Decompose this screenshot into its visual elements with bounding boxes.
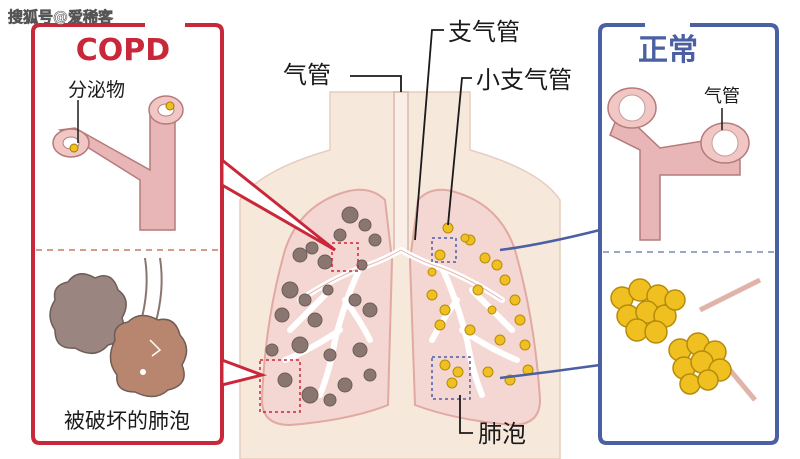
bronchus-label: 支气管 bbox=[448, 18, 520, 46]
trachea-leader-line bbox=[350, 76, 401, 92]
copd-panel: COPD 分泌物 被破坏的肺泡 bbox=[33, 25, 222, 443]
alveoli-label: 肺泡 bbox=[478, 420, 526, 448]
watermark-text: 搜狐号@爱稀客 bbox=[8, 8, 114, 26]
damaged-alveoli-label: 被破坏的肺泡 bbox=[64, 409, 190, 433]
trachea bbox=[394, 92, 408, 252]
normal-title: 正常 bbox=[638, 33, 698, 68]
normal-trachea-label: 气管 bbox=[704, 86, 740, 107]
bronchiole-label: 小支气管 bbox=[476, 66, 572, 94]
trachea-label: 气管 bbox=[283, 61, 331, 89]
normal-panel: 正常 气管 bbox=[600, 25, 777, 443]
secretion-label: 分泌物 bbox=[68, 79, 125, 101]
copd-title: COPD bbox=[76, 33, 170, 68]
